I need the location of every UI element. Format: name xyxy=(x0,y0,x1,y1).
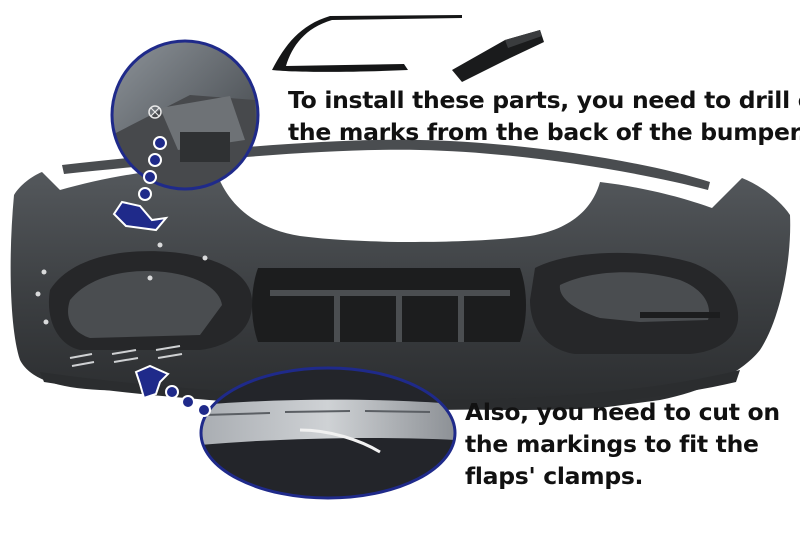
cut-instruction-line-1: Also, you need to cut on xyxy=(465,398,780,426)
cut-markings-zoom-callout xyxy=(199,366,457,500)
cut-instruction-text: Also, you need to cut on the markings to… xyxy=(465,396,795,492)
drill-instruction-line-1: To install these parts, you need to dril… xyxy=(288,86,800,114)
drill-instruction-text: To install these parts, you need to dril… xyxy=(288,84,800,148)
drill-marks-zoom-callout xyxy=(110,39,260,191)
cut-instruction-line-3: flaps' clamps. xyxy=(465,462,644,490)
dotted-arrow-up-left-icon xyxy=(134,364,211,417)
drill-instruction-line-2: the marks from the back of the bumper. xyxy=(288,118,800,146)
flap-part xyxy=(452,30,544,82)
trim-strip-part xyxy=(272,15,462,72)
cut-instruction-line-2: the markings to fit the xyxy=(465,430,759,458)
front-bumper xyxy=(10,139,791,410)
dotted-arrow-down-left-icon xyxy=(112,136,169,232)
